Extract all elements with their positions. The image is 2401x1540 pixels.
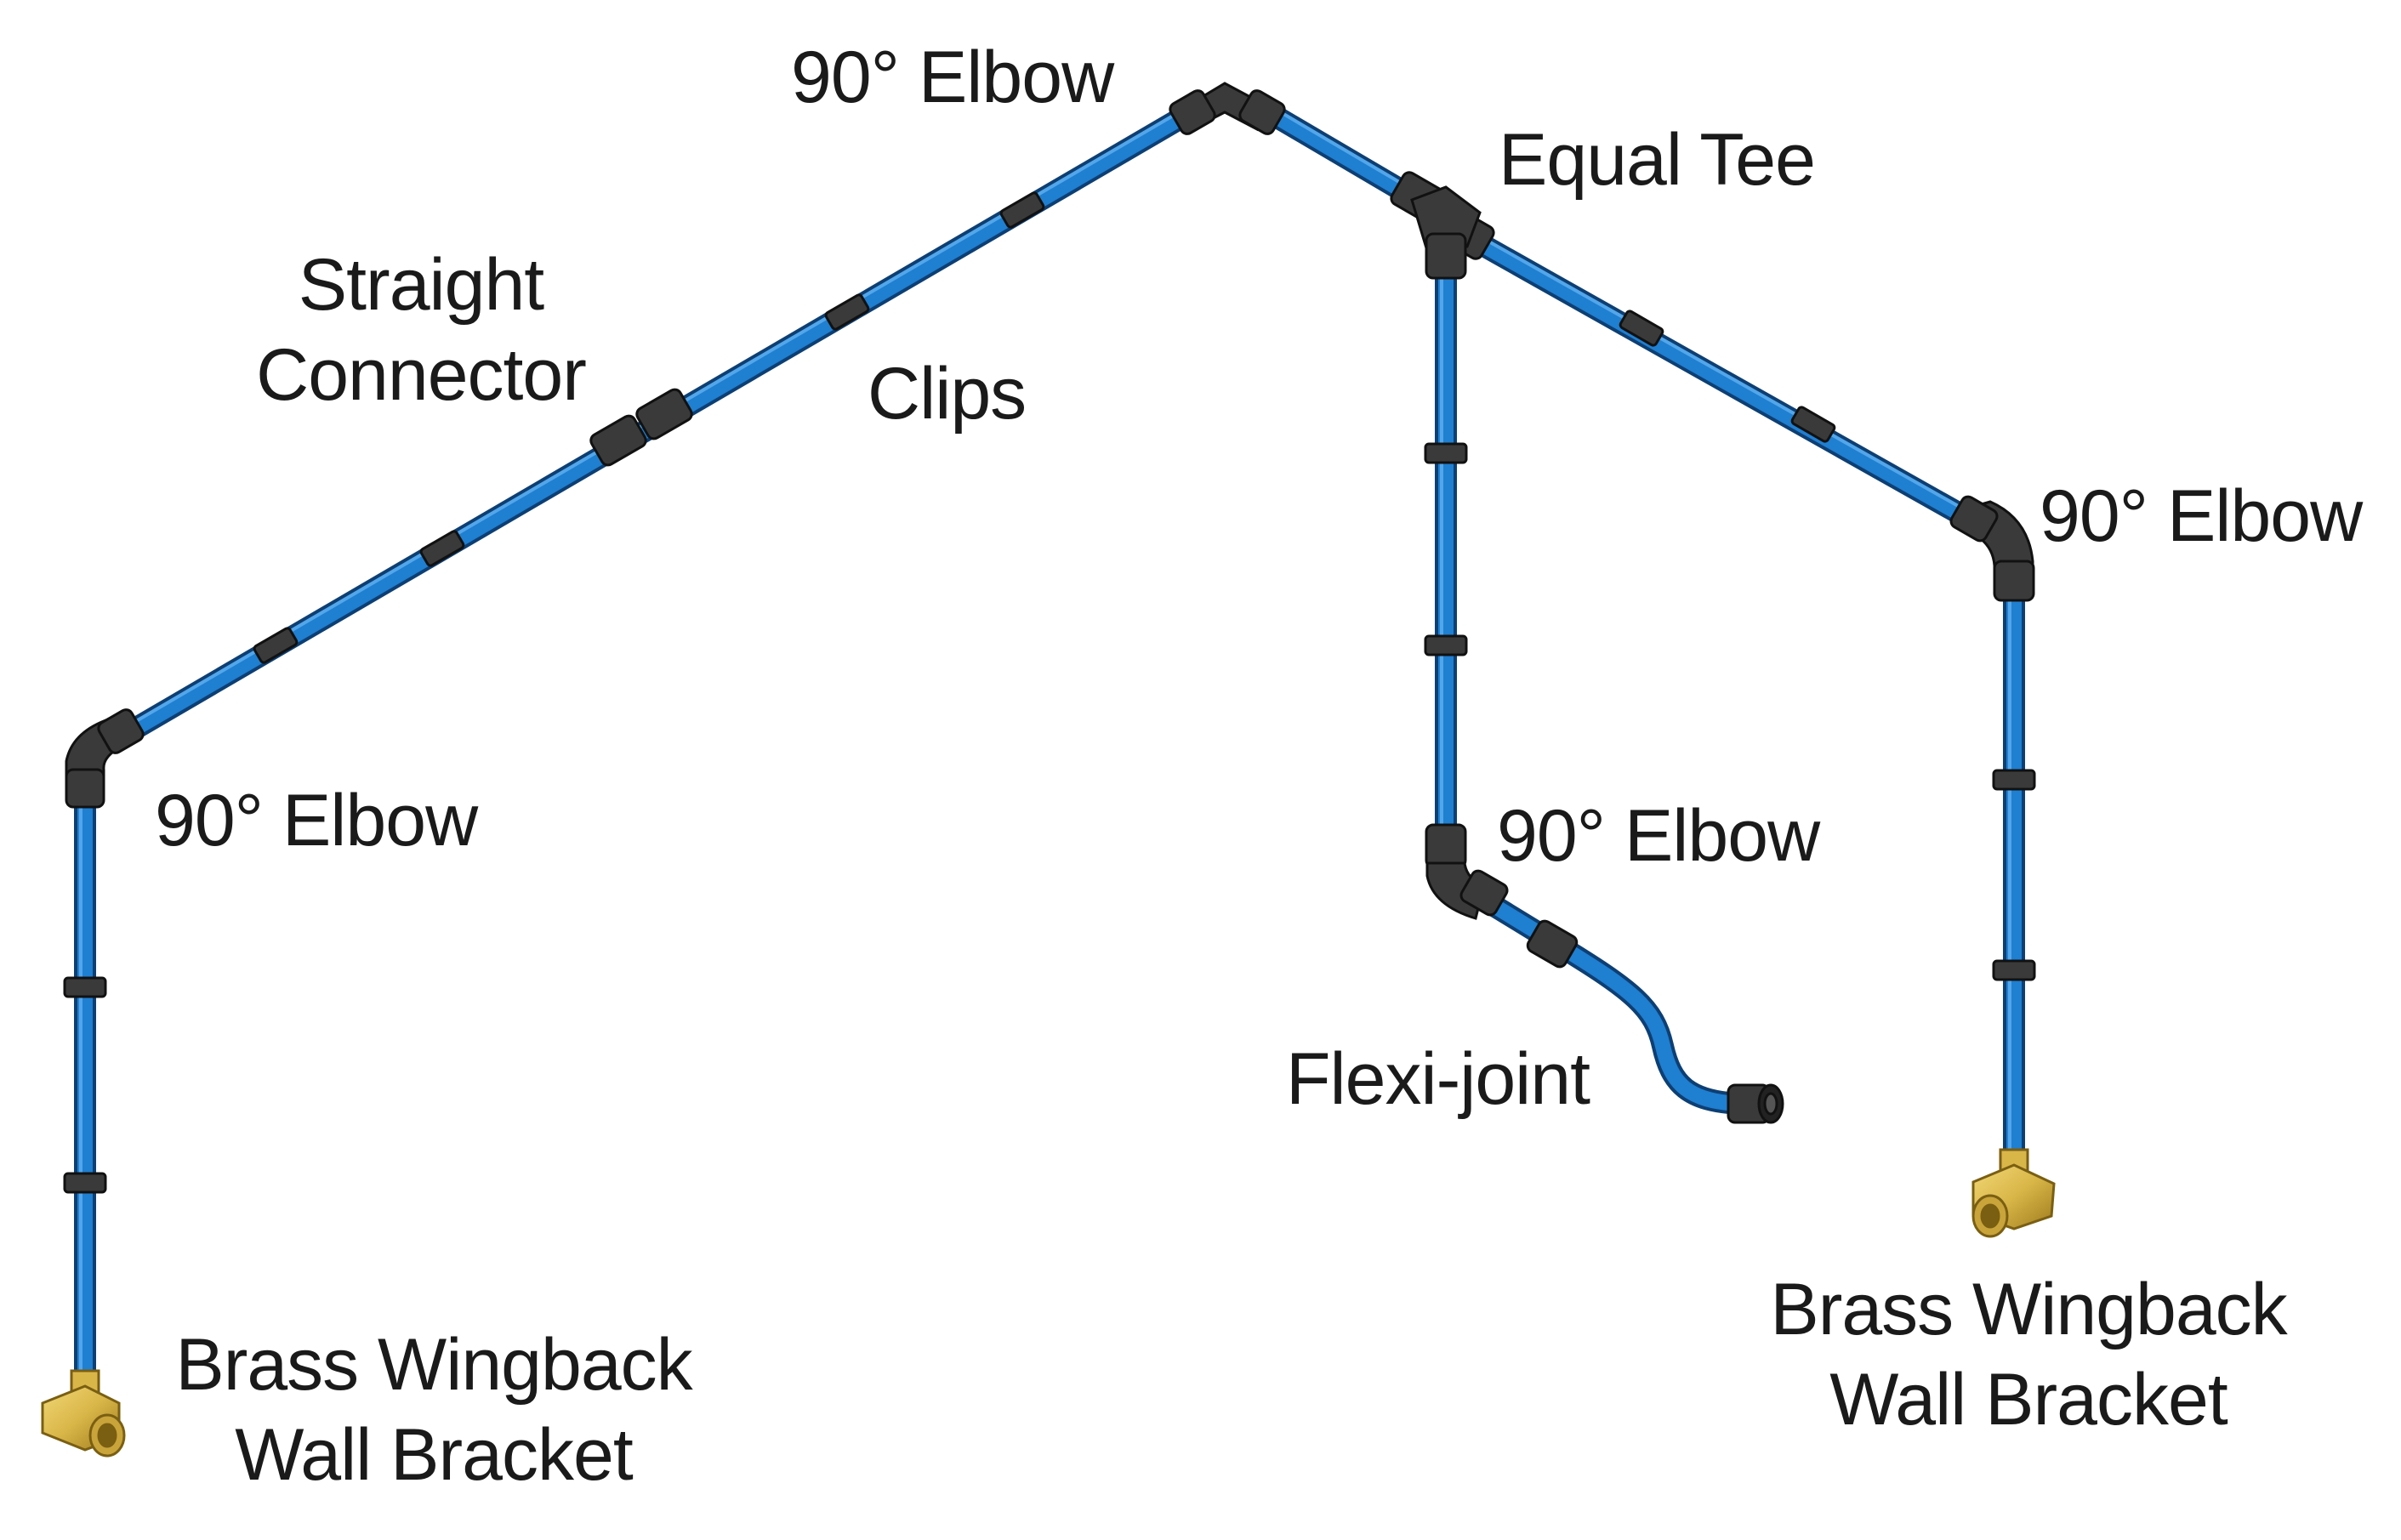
- label-elbow-left: 90° Elbow: [155, 780, 478, 861]
- pipe-right-diagonal: [1459, 227, 1976, 527]
- elbow-drop-fitting: [1425, 823, 1509, 920]
- label-elbow-drop: 90° Elbow: [1497, 795, 1820, 877]
- elbow-right-fitting: [1949, 495, 2035, 602]
- label-elbow-top: 90° Elbow: [791, 37, 1114, 118]
- clips: [63, 191, 2036, 1194]
- pipe-flexi: [1480, 893, 1740, 1111]
- brass-bracket-left: [41, 1369, 126, 1458]
- clip-right-diag-1: [1619, 310, 1664, 347]
- label-clips: Clips: [868, 353, 1027, 435]
- label-elbow-right: 90° Elbow: [2040, 475, 2363, 557]
- pipe-right-upper: [1259, 102, 1412, 201]
- clip-left-riser-2: [63, 1172, 107, 1194]
- clip-drop-1: [1424, 442, 1468, 464]
- clip-drop-2: [1424, 634, 1468, 656]
- elbow-top-fitting: [1169, 82, 1286, 135]
- label-straight-connector: Straight Connector: [256, 244, 587, 416]
- equal-tee-fitting: [1390, 171, 1495, 280]
- straight-connector-fitting: [589, 388, 693, 467]
- brass-brackets: [41, 1148, 2056, 1458]
- clip-left-diag-3: [824, 293, 870, 331]
- fittings: [65, 82, 2035, 1124]
- elbow-left-fitting: [65, 708, 145, 809]
- label-bracket-left: Brass Wingback Wall Bracket: [175, 1324, 692, 1496]
- clip-right-riser-1: [1992, 769, 2036, 791]
- clip-left-riser-1: [63, 976, 107, 998]
- clip-left-diag-4: [999, 191, 1045, 229]
- label-bracket-right: Brass Wingback Wall Bracket: [1770, 1269, 2287, 1441]
- flexi-joint-fitting: [1526, 919, 1784, 1124]
- label-flexi-joint: Flexi-joint: [1286, 1038, 1590, 1120]
- clip-left-diag-1: [253, 627, 299, 664]
- brass-bracket-right: [1971, 1148, 2056, 1238]
- clip-right-diag-2: [1790, 406, 1836, 443]
- label-equal-tee: Equal Tee: [1499, 119, 1816, 201]
- clip-right-riser-2: [1992, 959, 2036, 981]
- clip-left-diag-2: [419, 530, 465, 567]
